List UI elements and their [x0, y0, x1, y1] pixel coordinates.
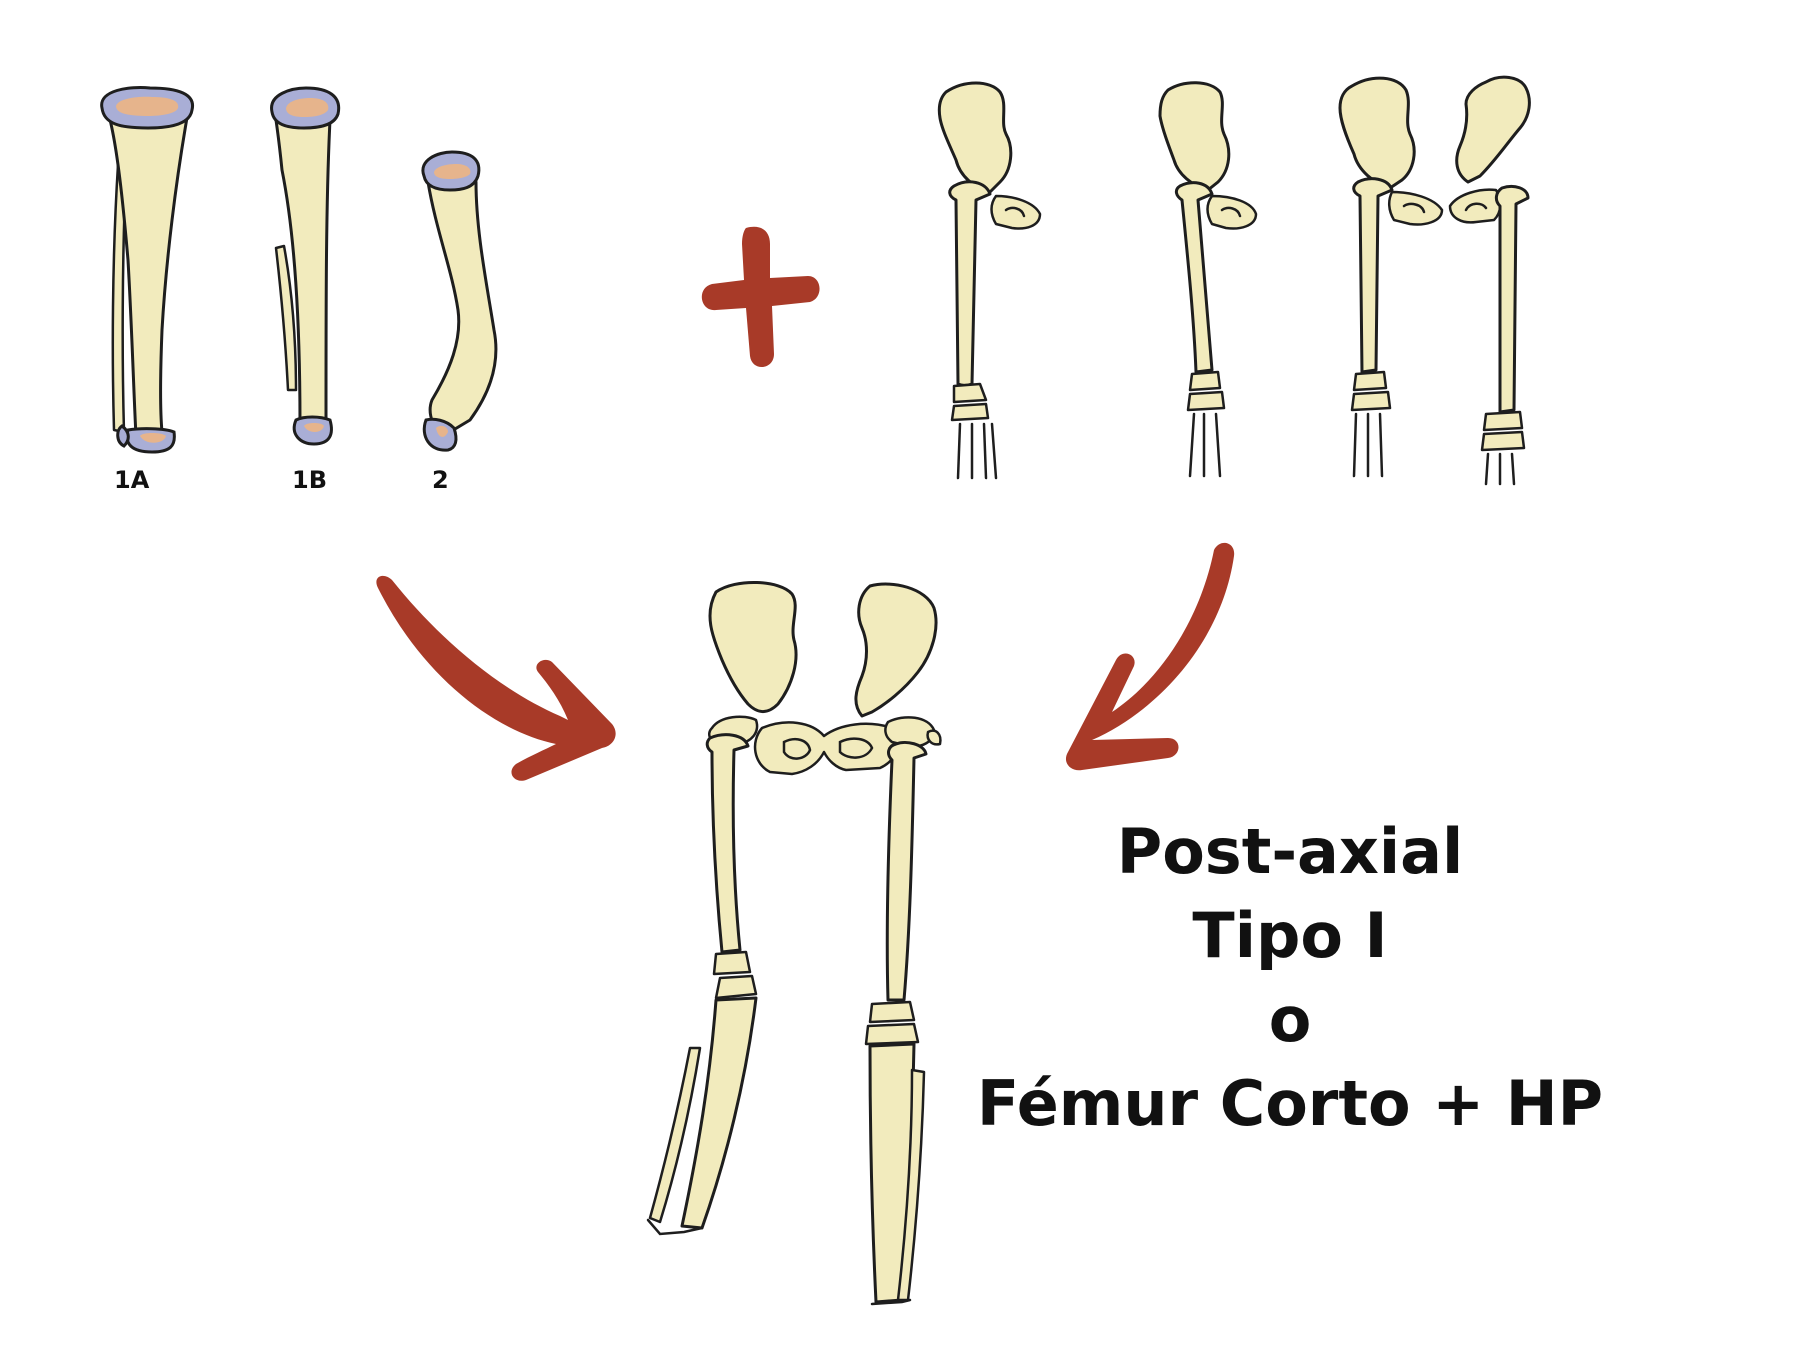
- femur-variant-c: [1338, 75, 1531, 486]
- diagnosis-caption: Post-axial Tipo I o Fémur Corto + HP: [930, 810, 1650, 1146]
- caption-line-2: Tipo I: [1192, 899, 1388, 972]
- arrow-right-icon: [1065, 542, 1235, 771]
- tibia-1b: [270, 86, 341, 446]
- caption-line-3: o: [1268, 983, 1312, 1056]
- caption-line-1: Post-axial: [1116, 815, 1464, 888]
- plus-sign-icon: [701, 226, 820, 368]
- tibia-2: [421, 150, 498, 452]
- tibia-1a: [100, 86, 194, 454]
- femur-variant-b: [1158, 81, 1258, 478]
- label-1a: 1A: [114, 466, 150, 494]
- result-skeleton: [646, 581, 942, 1306]
- label-1b: 1B: [292, 466, 327, 494]
- label-2: 2: [432, 466, 449, 494]
- femur-variant-a: [937, 81, 1042, 480]
- caption-line-4: Fémur Corto + HP: [976, 1067, 1604, 1140]
- arrow-left-icon: [376, 575, 616, 781]
